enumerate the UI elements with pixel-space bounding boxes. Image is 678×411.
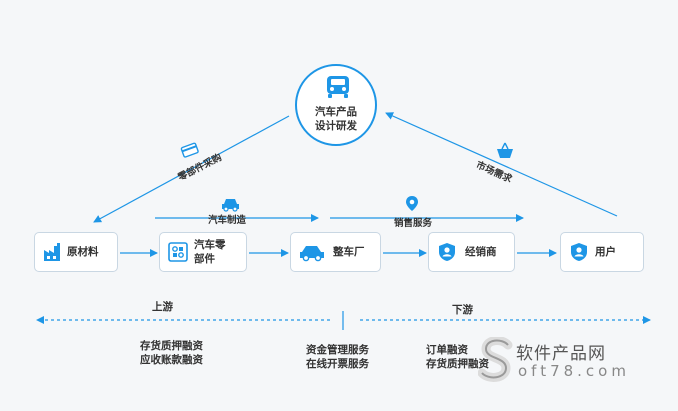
label-upstream: 上游 [152, 301, 173, 313]
midstream-service-1: 资金管理服务 [306, 344, 369, 356]
hub-title-line1: 汽车产品 [315, 106, 357, 118]
node-user: 用户 [560, 232, 644, 272]
downstream-service-1: 订单融资 [426, 344, 468, 356]
node-user-label: 用户 [595, 246, 616, 258]
watermark-s-logo [478, 337, 513, 382]
shield-user-icon [439, 243, 455, 261]
parts-grid-icon [168, 242, 188, 262]
hub-title-line2: 设计研发 [315, 120, 357, 132]
upstream-service-2: 应收账款融资 [140, 354, 203, 366]
arrow-market-demand [385, 112, 618, 217]
node-raw-material: 原材料 [34, 232, 118, 272]
midstream-services: 资金管理服务 在线开票服务 [306, 343, 369, 371]
rnd-hub: 汽车产品 设计研发 [295, 64, 377, 146]
node-oem-factory: 整车厂 [290, 232, 381, 272]
card-icon [180, 142, 199, 158]
service-person-icon [406, 196, 418, 211]
node-auto-parts: 汽车零 部件 [159, 232, 247, 272]
downstream-services: 订单融资 存货质押融资 [426, 343, 489, 371]
watermark-cn: 软件产品网 [516, 344, 606, 364]
watermark-en: oft78.com [518, 362, 630, 380]
car-front-icon [327, 76, 349, 98]
car-small-icon [222, 199, 239, 212]
downstream-service-2: 存货质押融资 [426, 358, 489, 370]
midstream-service-2: 在线开票服务 [306, 358, 369, 370]
node-raw-material-label: 原材料 [67, 246, 99, 258]
label-sales-service: 销售服务 [394, 218, 433, 229]
node-dealer-label: 经销商 [465, 246, 497, 258]
label-downstream: 下游 [452, 304, 473, 316]
label-auto-manufacturing: 汽车制造 [208, 215, 247, 226]
shield-user-icon [571, 243, 587, 261]
node-auto-parts-label-line2: 部件 [194, 253, 215, 265]
car-side-icon [300, 246, 324, 262]
upstream-services: 存货质押融资 应收账款融资 [140, 339, 203, 367]
node-oem-factory-label: 整车厂 [333, 246, 365, 258]
arrow-parts-purchase [93, 115, 290, 223]
node-dealer: 经销商 [428, 232, 515, 272]
factory-icon [44, 243, 60, 261]
node-auto-parts-label-line1: 汽车零 [194, 239, 226, 251]
basket-icon [497, 142, 513, 158]
upstream-service-1: 存货质押融资 [140, 340, 203, 352]
watermark: 软件产品网 oft78.com [478, 337, 668, 387]
